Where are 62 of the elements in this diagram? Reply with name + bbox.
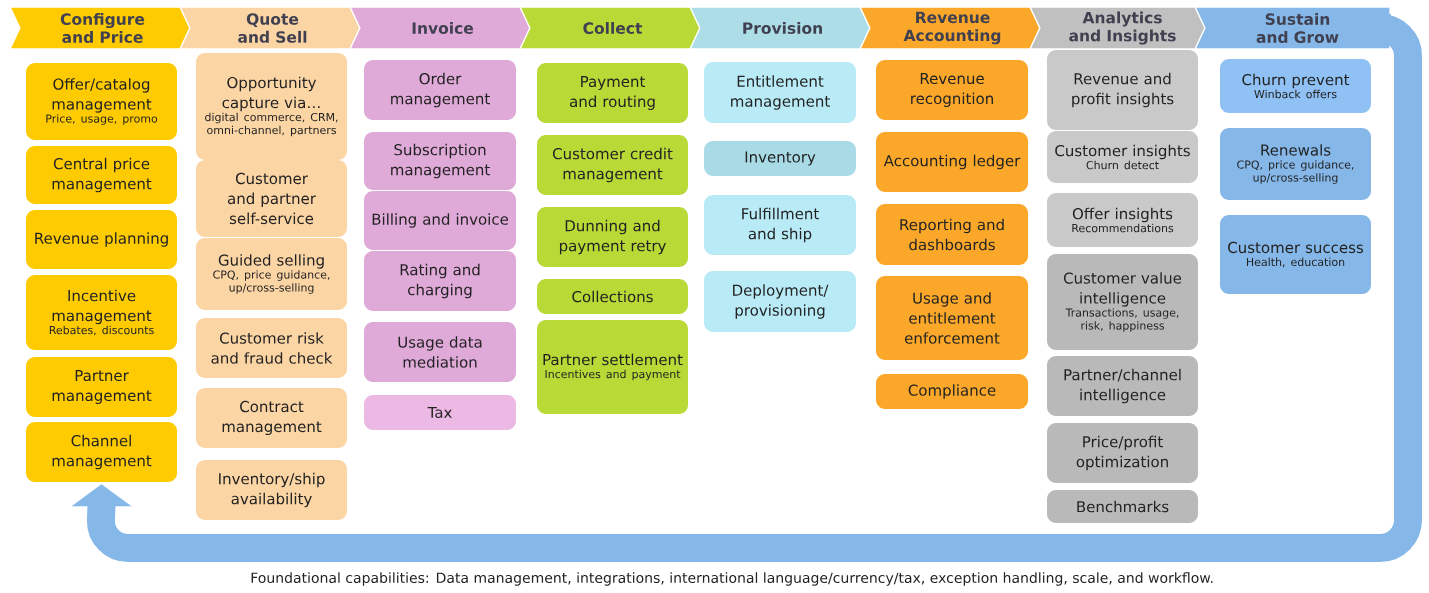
capability-box: Renewals CPQ, price guidance, up/cross-selling [1220, 128, 1371, 200]
capability-box: Incentive management Rebates, discounts [26, 275, 177, 350]
capability-box: Tax [364, 395, 516, 430]
capability-box: Fulfillment and ship [704, 195, 856, 255]
stage-header: Collect [518, 6, 706, 50]
node-label: Churn detect [1086, 160, 1159, 170]
capability-box: Customer insights Churn detect [1047, 131, 1198, 183]
node-label: Opportunity capture via… [222, 76, 320, 112]
capability-box: Compliance [876, 374, 1028, 409]
node-label: digital commerce, CRM, omni-channel, partners [205, 112, 338, 137]
stage-header: Quote and Sell [178, 6, 366, 50]
node-label: Customer insights [1055, 144, 1190, 160]
capability-box: Offer/catalog management Price, usage, promo [26, 63, 177, 140]
capability-box: Customer credit management [537, 135, 688, 195]
capability-box: Reporting and dashboards [876, 204, 1028, 265]
capability-box: Revenue planning [26, 210, 177, 269]
node-label: Rating and charging [400, 263, 480, 299]
capability-box: Customer risk and fraud check [196, 318, 347, 378]
capability-box: Rating and charging [364, 251, 516, 311]
capability-box: Subscription management [364, 132, 516, 190]
capability-box: Collections [537, 279, 688, 314]
loop-arrow [71, 14, 1422, 562]
node-label: Customer and partner self-service [227, 172, 316, 225]
capability-box: Customer value intelligence Transactions, usage, risk, happiness [1047, 254, 1198, 350]
capability-box: Revenue recognition [876, 60, 1028, 120]
capability-box: Billing and invoice [364, 191, 516, 250]
node-label: Billing and invoice [372, 213, 509, 228]
stage-header: Invoice [348, 6, 536, 50]
capability-box: Partner management [26, 357, 177, 417]
stage-header: Configure and Price [8, 6, 196, 50]
node-label: Revenue and profit insights [1072, 72, 1174, 108]
capability-box: Partner/channel intelligence [1047, 356, 1198, 416]
capability-box: Contract management [196, 388, 347, 448]
capability-box: Central price management [26, 146, 177, 204]
stage-header: Provision [688, 6, 876, 50]
capability-box: Order management [364, 60, 516, 120]
stage-header: Revenue Accounting [858, 6, 1046, 50]
capability-box: Customer and partner self-service [196, 160, 347, 237]
capability-box: Partner settlement Incentives and payment [537, 320, 688, 414]
capability-box: Offer insights Recommendations [1047, 193, 1198, 247]
capability-box: Channel management [26, 422, 177, 482]
capability-box: Entitlement management [704, 62, 856, 123]
capability-box: Inventory [704, 141, 856, 176]
node-label: Subscription management [391, 143, 490, 179]
capability-box: Payment and routing [537, 63, 688, 123]
capability-box: Churn prevent Winback offers [1220, 59, 1371, 113]
capability-box: Deployment/ provisioning [704, 271, 856, 332]
capability-box: Usage and entitlement enforcement [876, 276, 1028, 360]
capability-box: Dunning and payment retry [537, 207, 688, 267]
node-label: Guided selling [218, 254, 324, 269]
capability-box: Price/profit optimization [1047, 423, 1198, 483]
stage-header: Sustain and Grow [1193, 6, 1391, 50]
capability-box: Guided selling CPQ, price guidance, up/cross-selling [196, 238, 347, 310]
footnote-text: Foundational capabilities: Data management, integrations, international language/currency/tax, exception handling, scale, and workflow. [251, 572, 1213, 586]
capability-box: Usage data mediation [364, 322, 516, 382]
capability-box: Opportunity capture via… digital commerce, CRM, omni-channel, partners [196, 53, 347, 160]
capability-box: Accounting ledger [876, 132, 1028, 192]
capability-box: Inventory/ship availability [196, 460, 347, 520]
capability-box: Revenue and profit insights [1047, 50, 1198, 130]
capability-box: Customer success Health, education [1220, 215, 1371, 294]
node-label: CPQ, price guidance, up/cross-selling [213, 270, 330, 294]
capability-box: Benchmarks [1047, 490, 1198, 523]
